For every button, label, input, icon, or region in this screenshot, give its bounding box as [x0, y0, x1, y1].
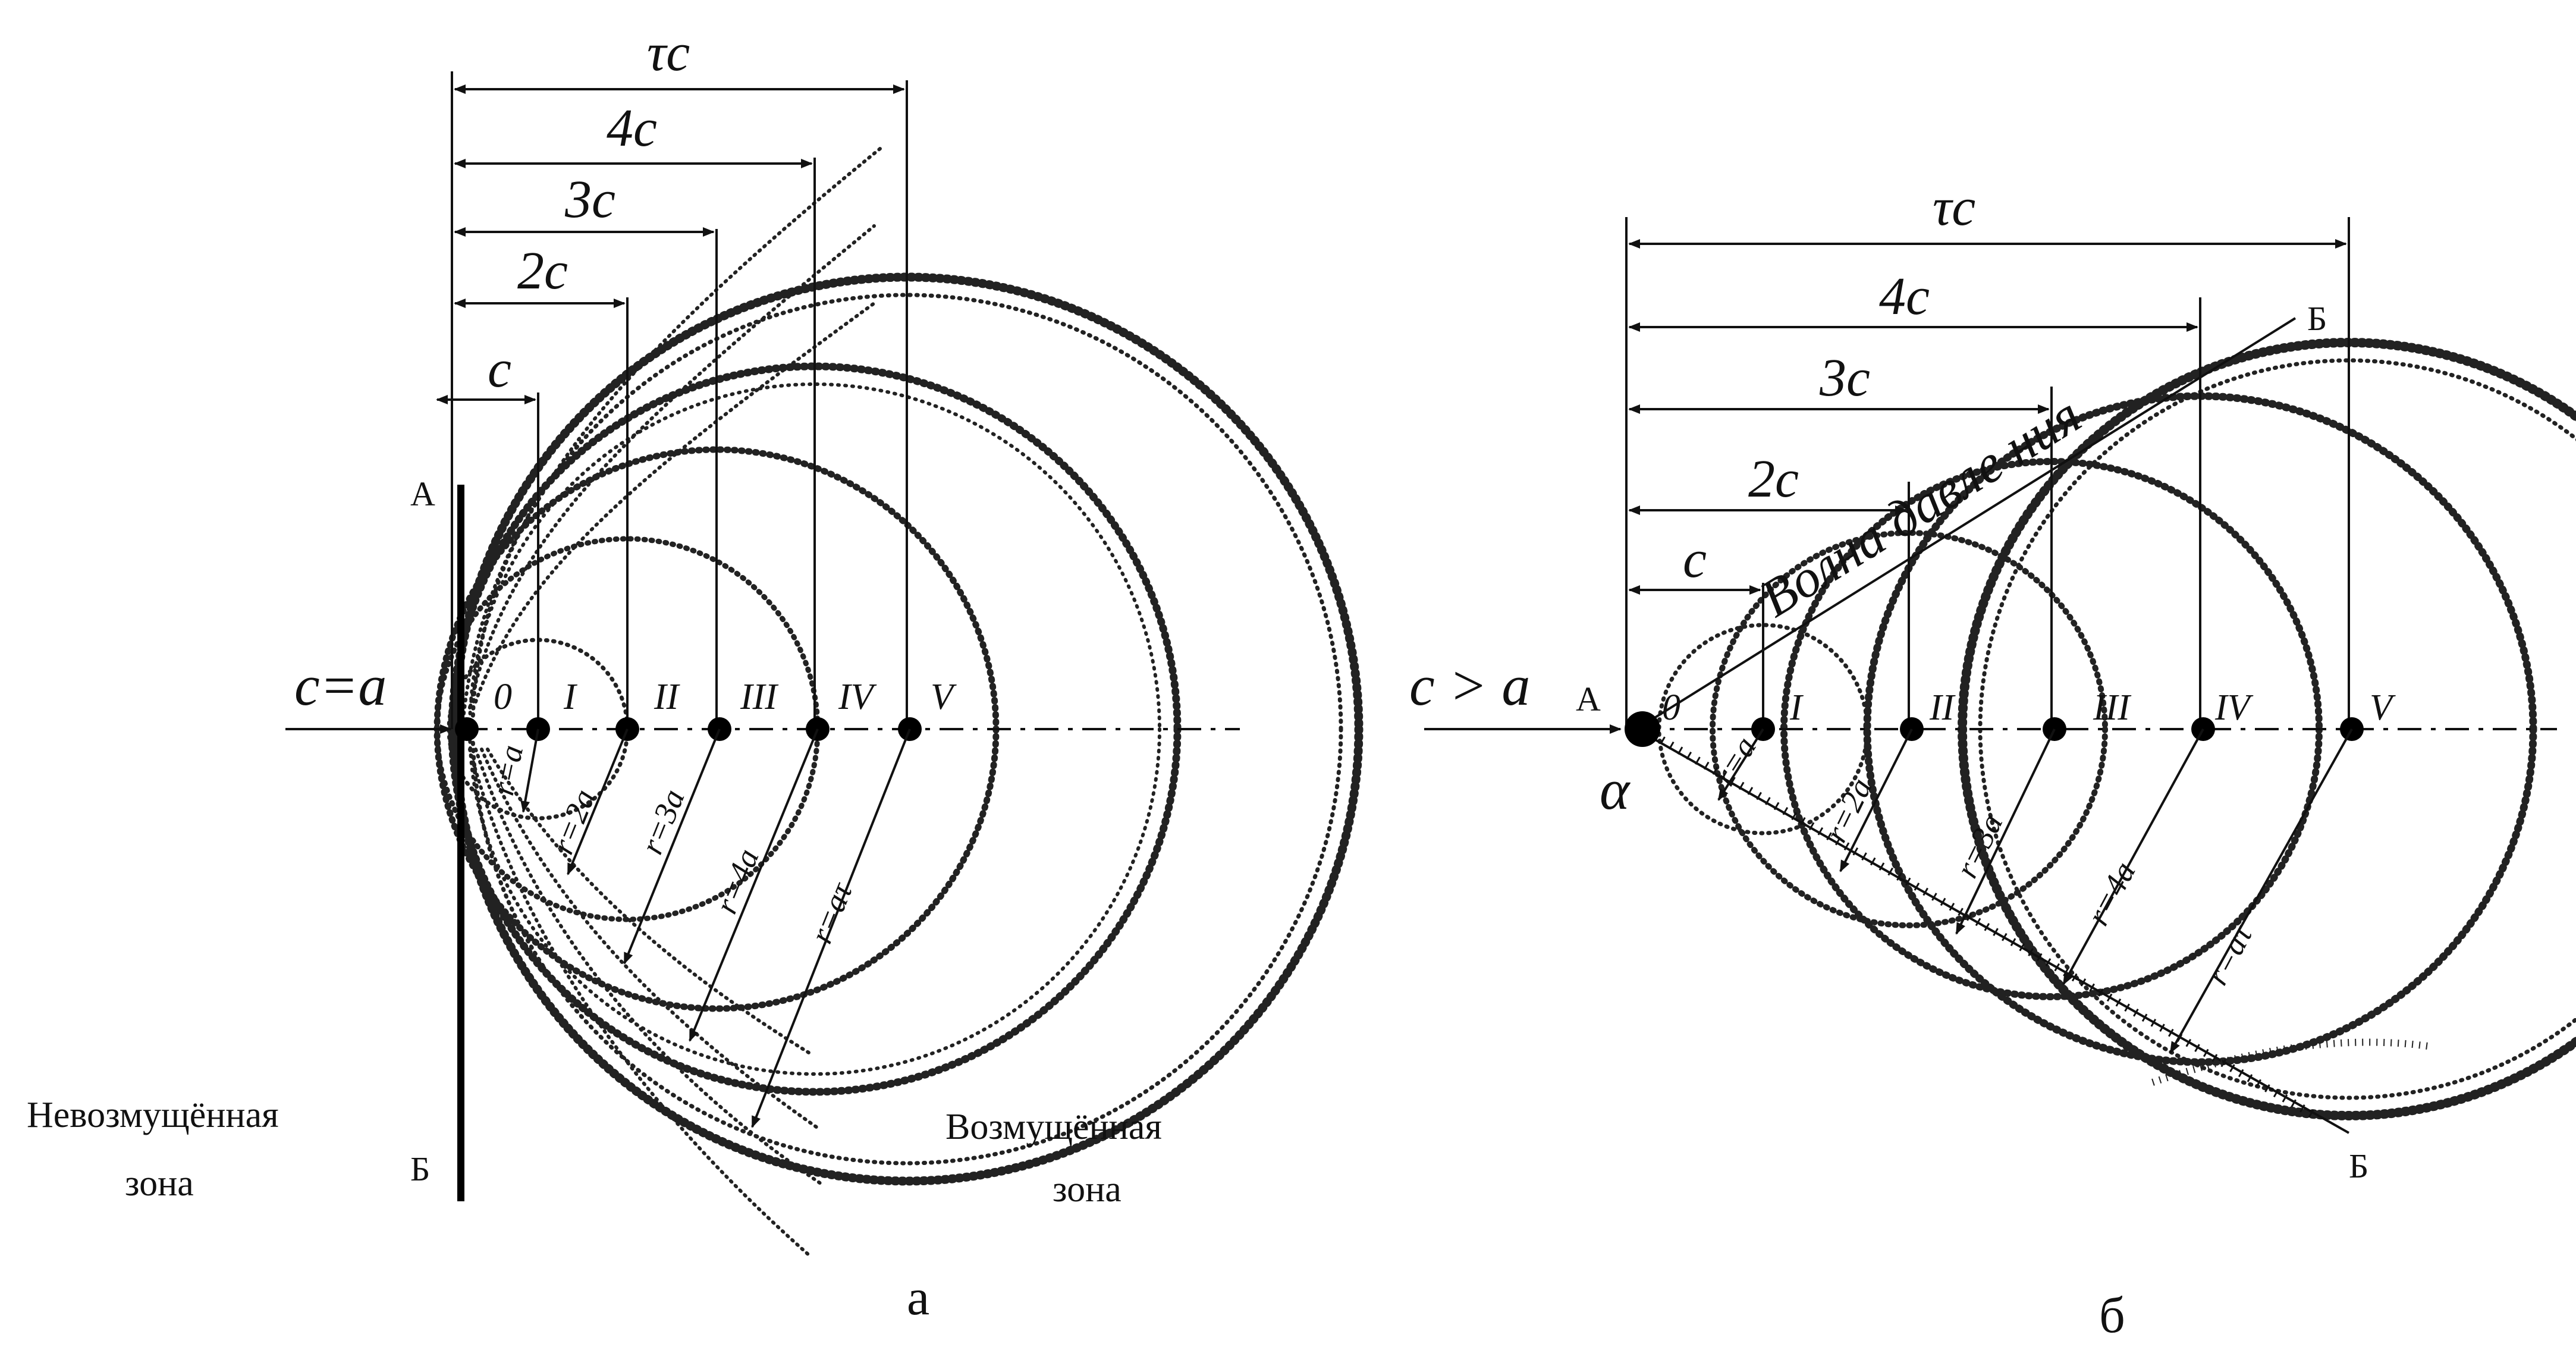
panel-b-dimensions — [1628, 239, 2347, 595]
radius-label-2: r=2a — [544, 784, 602, 859]
panel-a-dimensions — [436, 84, 905, 404]
label-tau-c: τc — [647, 23, 690, 82]
zone-undisturbed-line1: Невозмущённая — [27, 1095, 279, 1135]
radius-label-1: r=a — [485, 742, 530, 798]
label-wave: Волна давле ния — [1750, 385, 2091, 629]
zone-disturbed-line2: зона — [1053, 1169, 1121, 1210]
numeral-II: II — [1929, 687, 1956, 728]
label-point-b: Б — [410, 1150, 430, 1188]
label-speed: c > a — [1409, 654, 1530, 717]
label-3c: 3c — [1819, 348, 1870, 407]
numeral-0: 0 — [494, 677, 512, 717]
panel-b: τc 4c 3c 2c c c > a A Б Б α Волна давле … — [1409, 178, 2576, 1343]
label-4c: 4c — [607, 99, 657, 158]
point-0 — [1625, 711, 1660, 747]
numeral-III: III — [2093, 687, 2132, 728]
zone-disturbed-line1: Возмущённая — [945, 1107, 1162, 1147]
cone-upper — [1635, 317, 2297, 730]
radius-label-4: r=4a — [2080, 856, 2143, 931]
panel-a-rays — [462, 147, 882, 1257]
label-point-a: A — [410, 475, 435, 513]
radius-label-5: r=aτ — [2199, 918, 2260, 990]
label-c: c — [488, 340, 511, 398]
label-tau-c: τc — [1933, 178, 1975, 237]
label-speed: c=a — [294, 654, 387, 717]
label-point-a: A — [1576, 680, 1601, 718]
numeral-I: I — [563, 677, 578, 717]
caption-a: а — [907, 1268, 929, 1326]
radius-label-4: r=4a — [708, 844, 765, 919]
label-2c: 2c — [1748, 450, 1799, 508]
cone-lower — [1636, 728, 2349, 1134]
point-0 — [455, 717, 479, 741]
radius-label-3: r=3a — [1949, 808, 2010, 883]
numeral-IV: IV — [838, 677, 877, 717]
label-b-top: Б — [2307, 299, 2327, 338]
label-3c: 3c — [564, 170, 615, 229]
label-c: c — [1683, 530, 1707, 589]
zone-undisturbed-line2: зона — [125, 1163, 194, 1204]
label-angle: α — [1600, 758, 1631, 821]
numeral-III: III — [740, 677, 779, 717]
numeral-0: 0 — [1662, 687, 1680, 728]
label-4c: 4c — [1879, 267, 1930, 326]
panel-b-cone — [1635, 317, 2349, 1134]
radius-label-5: r=aτ — [803, 877, 859, 948]
panel-a: τc 4c 3c 2c c c=a A Б 0 I II III IV V r=… — [27, 23, 1364, 1326]
label-2c: 2c — [517, 241, 568, 300]
numeral-V: V — [931, 677, 957, 717]
panel-b-radii — [1717, 728, 2353, 1054]
numeral-IV: IV — [2214, 687, 2254, 728]
numeral-V: V — [2370, 687, 2396, 728]
numeral-II: II — [654, 677, 681, 717]
panel-b-verticals — [1625, 217, 2350, 729]
caption-b: б — [2099, 1286, 2125, 1343]
panel-a-radii — [520, 729, 911, 1128]
label-b-bottom: Б — [2349, 1147, 2368, 1185]
numeral-I: I — [1789, 687, 1804, 728]
